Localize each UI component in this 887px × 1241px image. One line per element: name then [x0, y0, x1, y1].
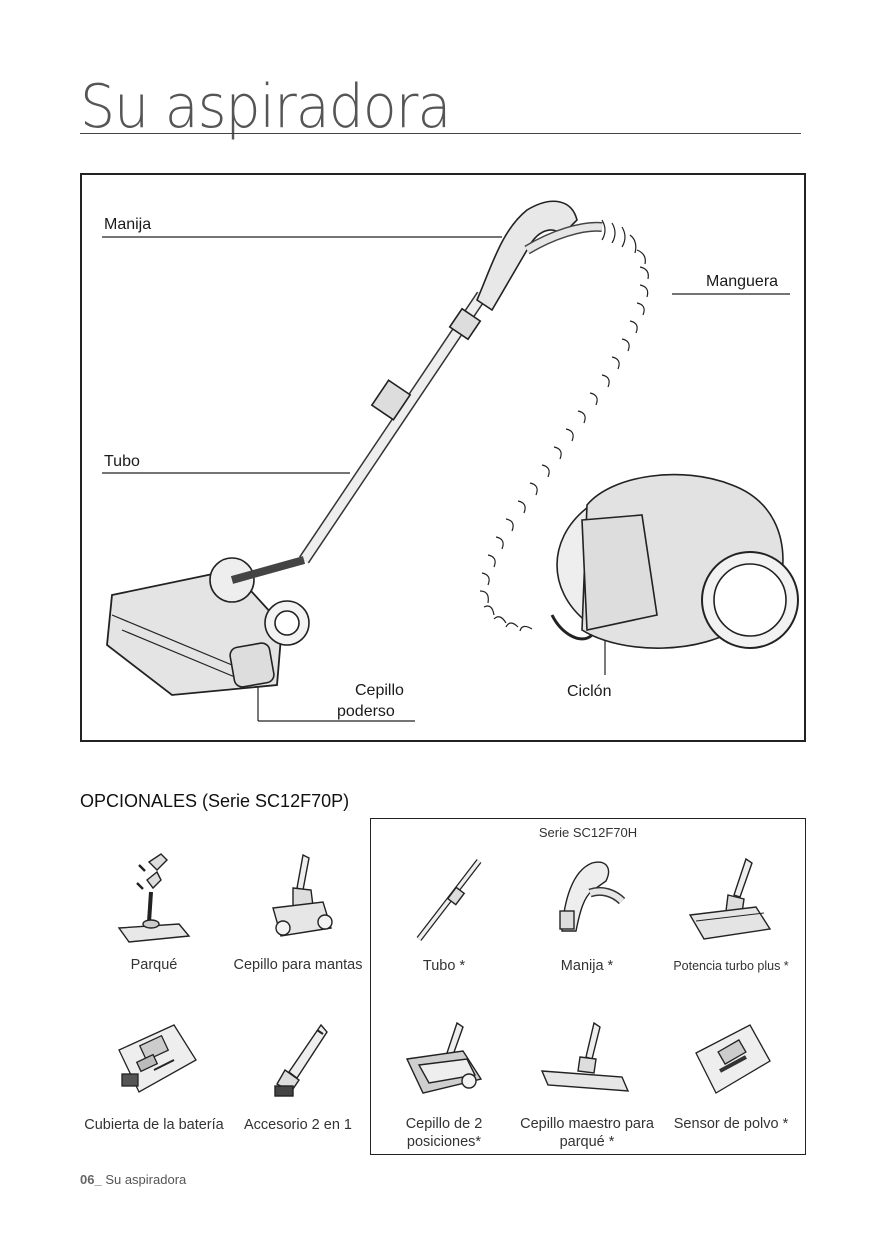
- label-brush-line2: poderso: [337, 703, 395, 721]
- label-cyclone: Ciclón: [567, 683, 611, 701]
- series-item-tube-label: Tubo *: [374, 957, 514, 975]
- blanket-brush-icon: [253, 850, 343, 950]
- accessory-two-in-one: Accesorio 2 en 1: [228, 1020, 368, 1134]
- tube-icon: [389, 851, 499, 951]
- accessory-two-in-one-label: Accesorio 2 en 1: [228, 1116, 368, 1134]
- label-hose: Manguera: [706, 273, 778, 291]
- series-item-parquet-master: Cepillo maestro para parqué *: [517, 1019, 657, 1151]
- turbo-plus-icon: [676, 851, 786, 951]
- parquet-icon: [109, 850, 199, 950]
- label-tube: Tubo: [104, 453, 140, 471]
- two-position-brush-icon: [389, 1019, 499, 1109]
- accessory-battery-cover-label: Cubierta de la batería: [84, 1116, 224, 1134]
- page-title: Su aspiradora: [80, 72, 450, 142]
- accessory-blanket-brush-label: Cepillo para mantas: [228, 956, 368, 974]
- battery-cover-icon: [104, 1020, 204, 1110]
- series-item-turbo-plus-label: Potencia turbo plus *: [661, 957, 801, 975]
- series-item-two-position-brush: Cepillo de 2 posiciones*: [374, 1019, 514, 1151]
- label-brush-line1: Cepillo: [355, 682, 404, 700]
- series-item-handle: Manija *: [517, 851, 657, 975]
- title-rule: [80, 133, 801, 134]
- series-item-handle-label: Manija *: [517, 957, 657, 975]
- two-in-one-icon: [253, 1020, 343, 1110]
- handle-icon: [532, 851, 642, 951]
- series-item-dust-sensor: Sensor de polvo *: [661, 1019, 801, 1133]
- footer-page-number: 06_: [80, 1172, 102, 1187]
- vacuum-diagram: Manija Manguera Tubo Cepillo poderso Cic…: [80, 173, 806, 742]
- label-handle: Manija: [104, 216, 151, 234]
- series-item-tube: Tubo *: [374, 851, 514, 975]
- series-item-dust-sensor-label: Sensor de polvo *: [661, 1115, 801, 1133]
- series-box: Serie SC12F70H Tubo * Manija *: [370, 818, 806, 1155]
- page-footer: 06_ Su aspiradora: [80, 1172, 186, 1187]
- series-item-turbo-plus: Potencia turbo plus *: [661, 851, 801, 975]
- accessory-parquet-label: Parqué: [84, 956, 224, 974]
- series-title: Serie SC12F70H: [371, 825, 805, 840]
- parquet-master-brush-icon: [532, 1019, 642, 1109]
- vacuum-cleaner-illustration: [82, 175, 806, 742]
- accessory-parquet: Parqué: [84, 850, 224, 974]
- accessory-battery-cover: Cubierta de la batería: [84, 1020, 224, 1134]
- accessory-blanket-brush: Cepillo para mantas: [228, 850, 368, 974]
- dust-sensor-icon: [676, 1019, 786, 1109]
- series-item-two-position-brush-label: Cepillo de 2 posiciones*: [374, 1115, 514, 1151]
- series-item-parquet-master-label: Cepillo maestro para parqué *: [517, 1115, 657, 1151]
- options-heading: OPCIONALES (Serie SC12F70P): [80, 791, 349, 812]
- footer-text: Su aspiradora: [102, 1172, 187, 1187]
